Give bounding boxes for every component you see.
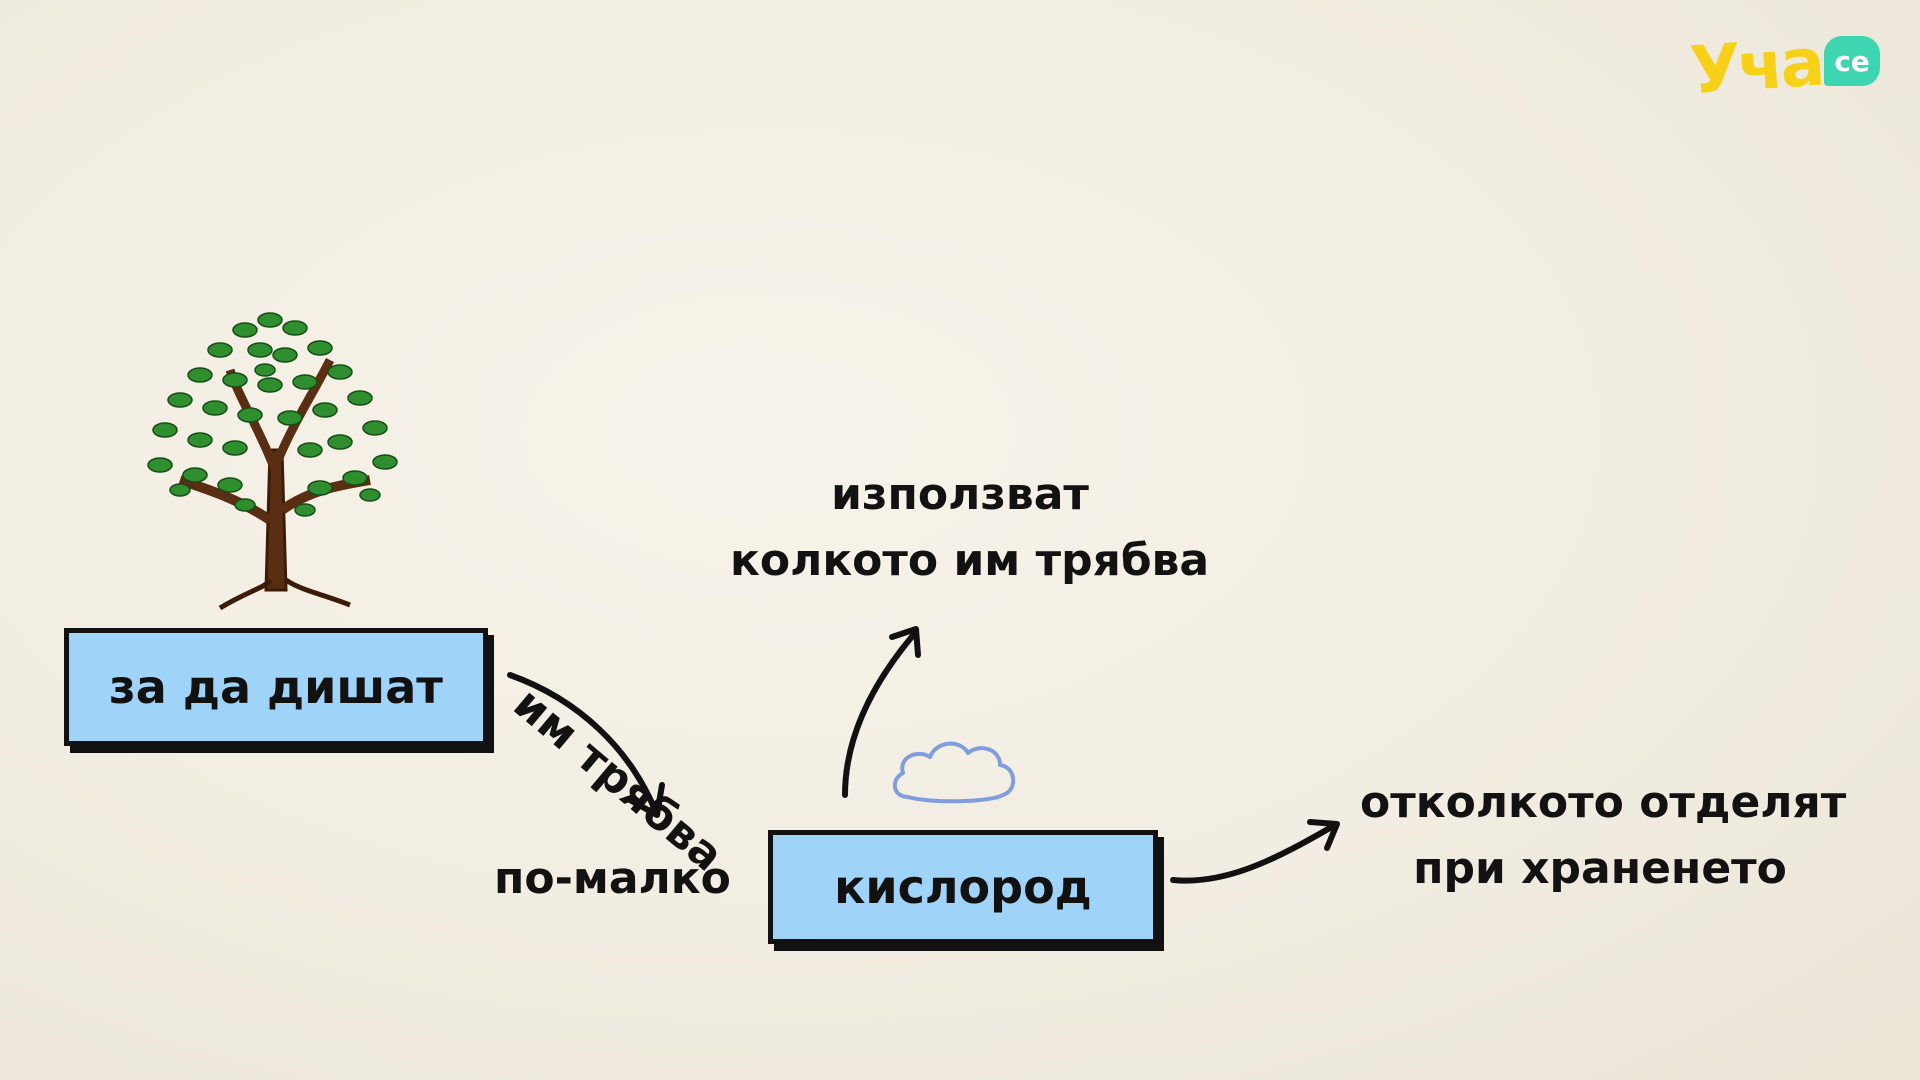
cloud-icon [892, 741, 1016, 804]
use-label-line2: колкото им трябва [730, 535, 1210, 586]
oxygen-box: кислород [768, 830, 1158, 944]
arrow-oxygen-to-release [1170, 819, 1340, 884]
logo-word: Уча [1687, 23, 1825, 110]
tree-icon [147, 312, 398, 610]
ucha-se-logo[interactable]: Уча се [1687, 23, 1890, 110]
arrow-breathe-to-less [507, 672, 665, 818]
logo-badge-icon: се [1824, 36, 1880, 86]
release-label-line1: отколкото отделят [1360, 777, 1847, 828]
breathe-box: за да дишат [64, 628, 488, 746]
oxygen-box-label: кислород [834, 860, 1092, 914]
release-label-line2: при храненето [1413, 843, 1787, 894]
arrow-oxygen-to-use [842, 626, 921, 798]
less-label: по-малко [494, 853, 731, 904]
use-label-line1: използват [831, 469, 1089, 520]
breathe-box-label: за да дишат [109, 660, 443, 714]
